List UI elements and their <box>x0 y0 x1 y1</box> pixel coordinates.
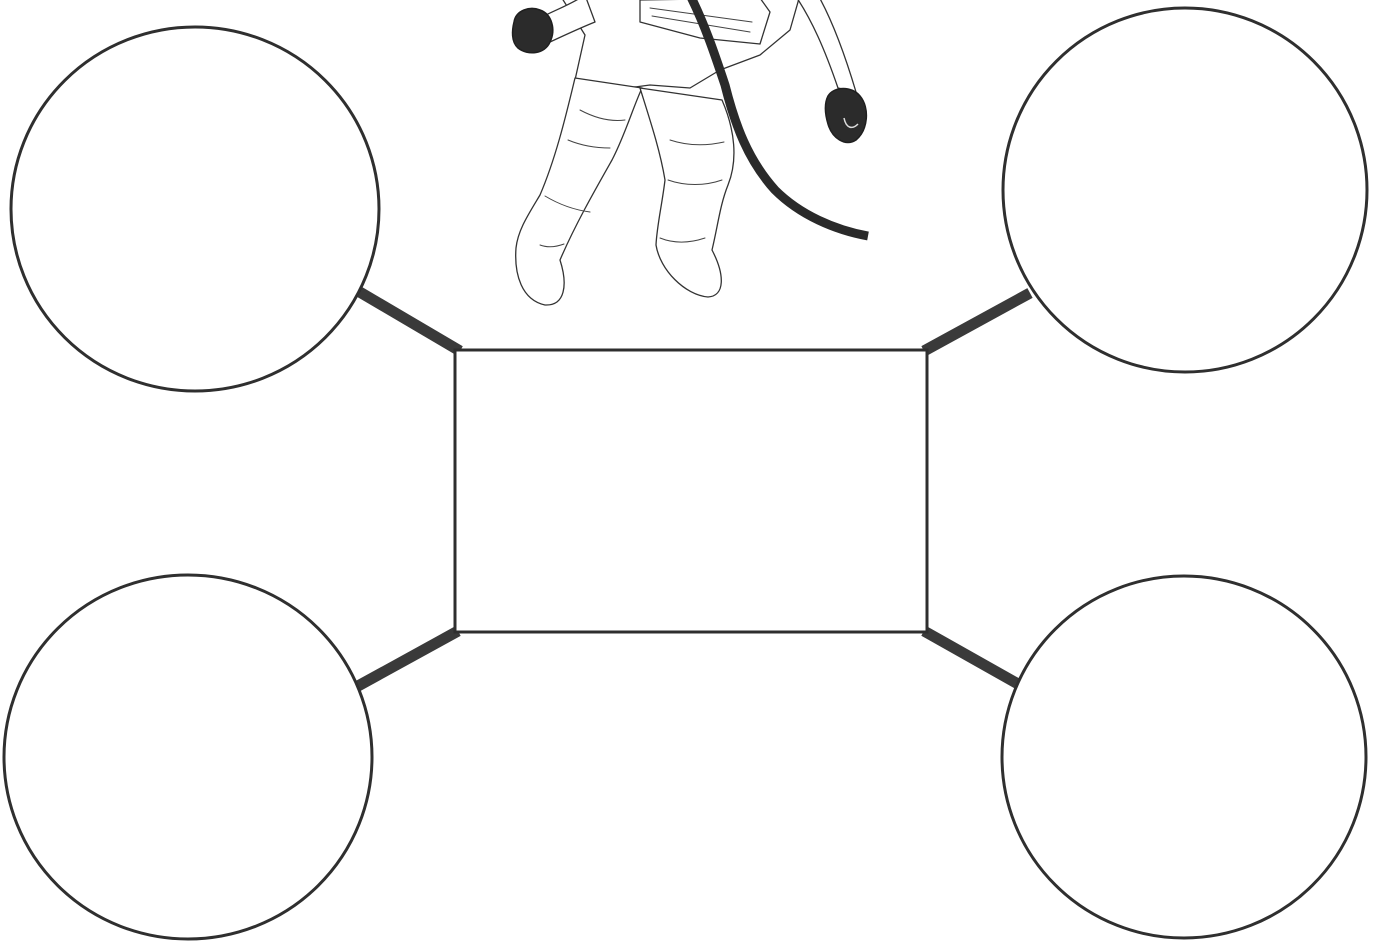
bubble-bottom-right[interactable] <box>1002 576 1366 938</box>
right-glove-icon <box>825 89 866 143</box>
connector-top-right <box>924 293 1030 351</box>
connector-bottom-left <box>358 631 458 686</box>
connector-bottom-right <box>924 631 1018 684</box>
center-box[interactable] <box>455 350 927 632</box>
left-glove-icon <box>513 9 553 53</box>
bubble-top-right[interactable] <box>1003 8 1367 372</box>
bubble-bottom-left[interactable] <box>4 575 372 939</box>
astronaut-left-leg <box>516 78 642 305</box>
connector-top-left <box>358 291 460 351</box>
bubble-top-left[interactable] <box>11 27 379 391</box>
astronaut-right-arm <box>795 0 856 92</box>
astronaut-right-leg <box>640 88 734 297</box>
astronaut-icon <box>513 0 868 305</box>
